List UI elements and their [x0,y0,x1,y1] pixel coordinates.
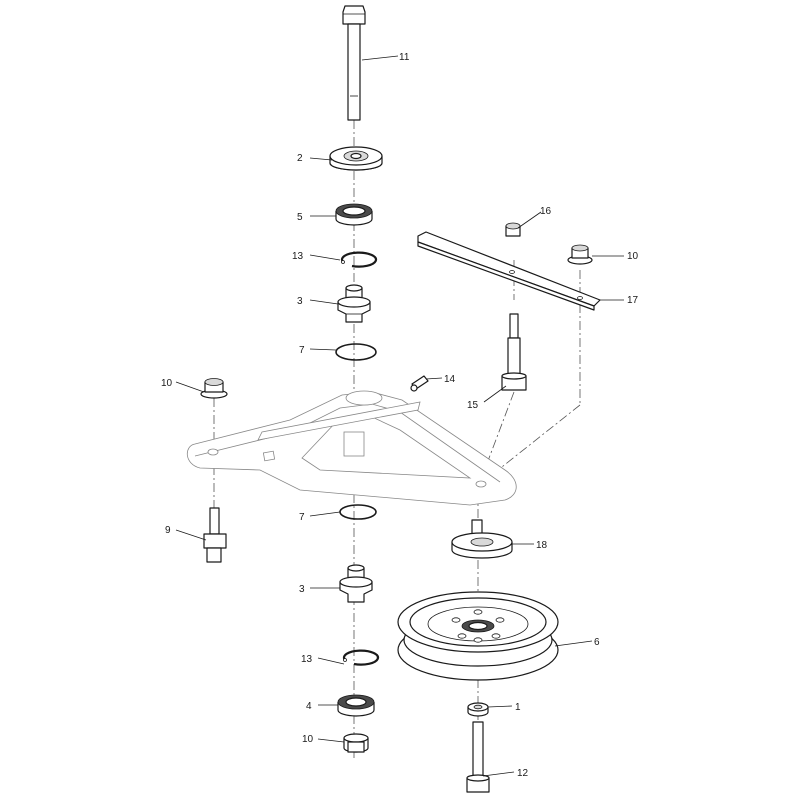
part-nut-16 [505,222,521,237]
callout-14: 14 [444,374,456,385]
callout-10-left: 10 [161,378,173,389]
callout-4: 4 [306,701,312,712]
part-spacer-1 [467,702,489,717]
callout-18: 18 [536,540,548,551]
callout-10-right: 10 [627,251,639,262]
part-shoulder-bolt-15 [501,313,527,391]
callout-9: 9 [165,525,171,536]
part-o-ring-7-upper [335,343,377,361]
part-bearing-4 [337,694,375,717]
callout-7-lower: 7 [299,512,305,523]
callout-10-bottom: 10 [302,734,314,745]
part-washer-2 [329,146,383,171]
callout-3-lower: 3 [299,584,305,595]
part-snap-ring-13-lower [342,649,380,666]
callout-leaders [175,55,624,777]
callout-6: 6 [594,637,600,648]
callout-2: 2 [297,153,303,164]
callout-3-upper: 3 [297,296,303,307]
part-idler-pulley-6 [397,591,559,681]
callout-13-lower: 13 [301,654,313,665]
part-washer-18 [451,519,513,559]
part-locknut-10-left [200,378,228,399]
part-locknut-10-right [567,244,593,265]
part-hub-3-lower [339,564,373,603]
callout-12: 12 [517,768,529,779]
callout-labels: 11 2 5 13 3 7 10 14 15 16 10 17 9 7 18 3… [161,52,639,779]
callout-15: 15 [467,400,479,411]
callout-16: 16 [540,206,552,217]
part-bolt-11 [342,5,366,121]
callout-1: 1 [515,702,521,713]
callout-13-upper: 13 [292,251,304,262]
callout-7-upper: 7 [299,345,305,356]
part-snap-ring-13-upper [340,251,378,268]
part-stud-9 [203,507,227,563]
callout-11: 11 [399,52,410,63]
part-strap-17 [417,231,601,311]
part-bolt-12 [466,721,490,793]
part-idler-arm [186,390,517,506]
callout-5: 5 [297,212,303,223]
part-hub-3-upper [337,284,371,323]
part-grease-fitting-14 [410,375,429,392]
part-o-ring-7-lower [339,504,377,520]
part-locknut-10-bottom [343,733,369,753]
callout-17: 17 [627,295,639,306]
part-bearing-5 [335,203,373,226]
